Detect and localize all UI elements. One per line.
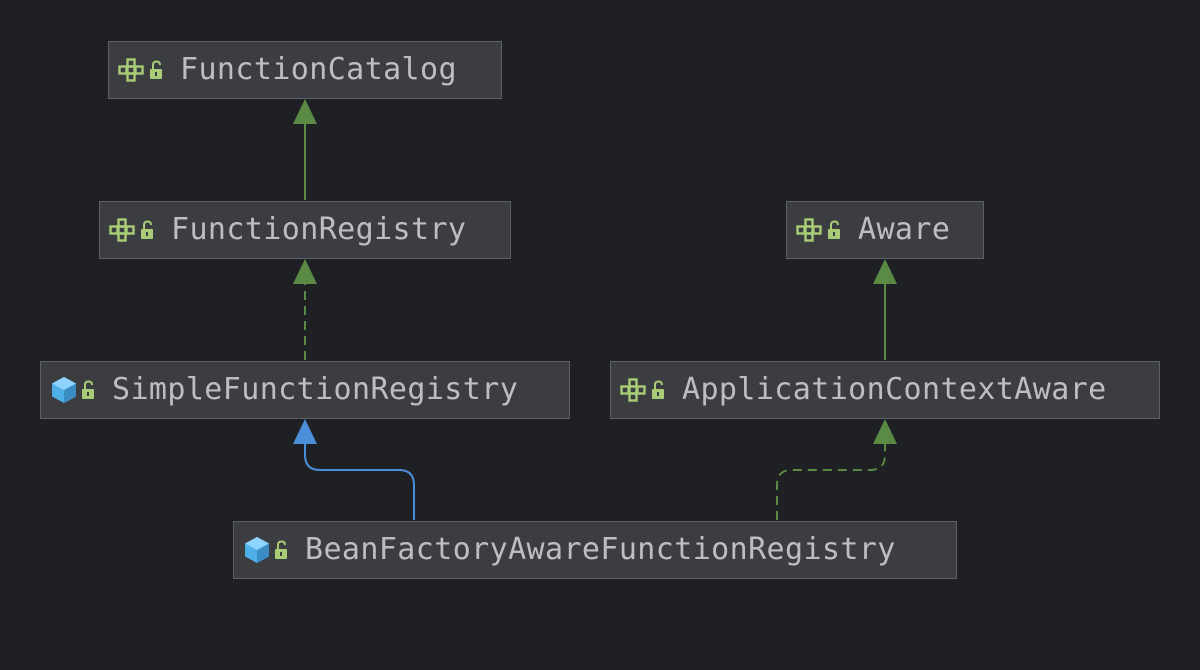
unlocked-padlock-icon [273,540,291,560]
node-label: FunctionCatalog [180,52,457,87]
node-label: BeanFactoryAwareFunctionRegistry [305,532,896,567]
node-application-context-aware[interactable]: ApplicationContextAware [610,361,1160,419]
interface-icon [620,376,648,404]
edge-beanfactory-to-simplefunctionregistry [293,419,415,520]
node-function-registry[interactable]: FunctionRegistry [99,201,511,259]
edge-beanfactory-to-applicationcontextaware [776,419,897,520]
node-label: ApplicationContextAware [682,372,1107,407]
edge-simplefunctionregistry-to-functionregistry [293,259,317,360]
interface-icon [109,216,137,244]
node-label: FunctionRegistry [171,212,467,247]
node-label: SimpleFunctionRegistry [112,372,519,407]
interface-icon [796,216,824,244]
unlocked-padlock-icon [139,220,157,240]
edge-functionregistry-to-functioncatalog [293,99,317,200]
interface-icon [118,56,146,84]
unlocked-padlock-icon [826,220,844,240]
class-icon [243,536,271,564]
unlocked-padlock-icon [80,380,98,400]
node-label: Aware [858,212,951,247]
node-aware[interactable]: Aware [786,201,984,259]
edge-applicationcontextaware-to-aware [873,259,897,360]
node-bean-factory-aware-function-registry[interactable]: BeanFactoryAwareFunctionRegistry [233,521,957,579]
class-icon [50,376,78,404]
unlocked-padlock-icon [148,60,166,80]
node-simple-function-registry[interactable]: SimpleFunctionRegistry [40,361,570,419]
unlocked-padlock-icon [650,380,668,400]
node-function-catalog[interactable]: FunctionCatalog [108,41,502,99]
